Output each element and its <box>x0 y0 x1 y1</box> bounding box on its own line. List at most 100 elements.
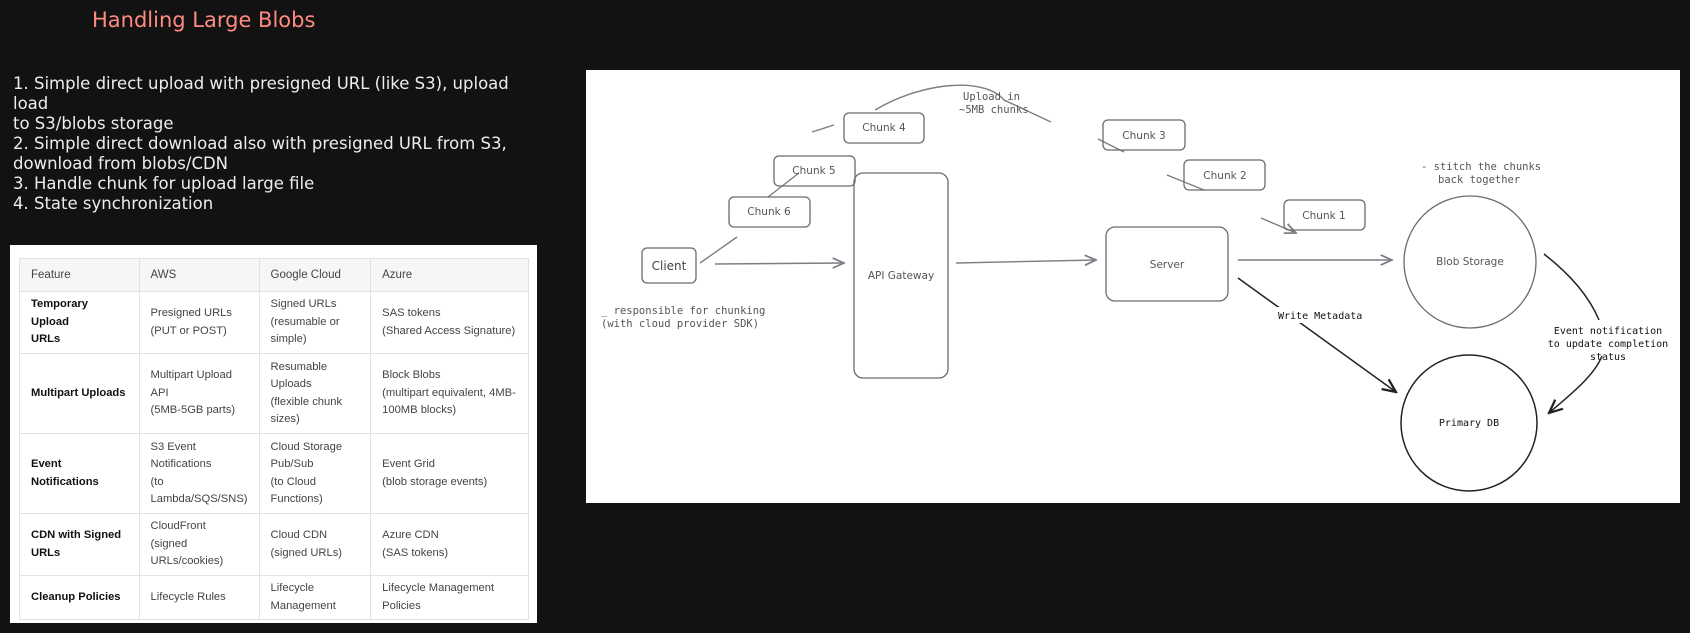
client-label: Client <box>652 259 687 273</box>
gateway-to-server-arrow <box>955 260 1096 263</box>
table-row: Event Notifications S3 Event Notificatio… <box>19 433 529 514</box>
cell-line: (5MB-5GB parts) <box>150 404 236 417</box>
cell-azure: Azure CDN (SAS tokens) <box>370 513 529 576</box>
cell-aws: Lifecycle Rules <box>138 575 260 620</box>
cell-line: Lifecycle <box>270 582 315 594</box>
cell-line: (resumable or <box>270 315 340 328</box>
cell-line: Event <box>31 458 62 470</box>
cell-line: (to <box>150 475 164 488</box>
cell-line: Cloud Storage <box>270 440 343 453</box>
comparison-table-panel: Feature AWS Google Cloud Azure Temporary… <box>10 245 537 623</box>
primary-db-circle <box>1400 354 1538 492</box>
table-row: CDN with Signed URLs CloudFront (signed … <box>19 513 529 576</box>
header-feature: Feature <box>19 258 140 292</box>
write-metadata-arrow <box>1237 277 1396 392</box>
client-to-gateway-arrow <box>714 263 844 264</box>
table-header-row: Feature AWS Google Cloud Azure <box>19 258 529 292</box>
cell-line: URLs/cookies) <box>150 555 224 568</box>
cell-line: Event Grid <box>382 458 435 470</box>
cell-feature: Event Notifications <box>19 433 140 514</box>
client-note-line: _ responsible for chunking <box>601 305 765 317</box>
architecture-diagram: Client _ responsible for chunking (with … <box>586 70 1680 503</box>
chunk-6-box <box>728 196 811 228</box>
cell-line: Management <box>270 599 336 612</box>
write-metadata-bg <box>1276 307 1368 323</box>
event-curve-top <box>1543 253 1600 321</box>
cell-line: (Shared Access Signature) <box>382 324 516 337</box>
cell-line: URLs <box>31 546 61 559</box>
header-google-cloud: Google Cloud <box>258 258 372 292</box>
table-row: Temporary Upload URLs Presigned URLs (PU… <box>19 291 529 354</box>
note-line: 1. Simple direct upload with presigned U… <box>13 74 509 113</box>
chunk-3-box <box>1102 119 1186 151</box>
cell-aws: CloudFront (signed URLs/cookies) <box>138 513 260 576</box>
cell-line: Signed URLs <box>270 298 337 311</box>
note-line: 4. State synchronization <box>13 194 214 213</box>
cell-line: Lambda/SQS/SNS) <box>150 493 248 505</box>
chunk-2-box <box>1183 159 1266 191</box>
cell-line: Lifecycle Management <box>382 582 495 594</box>
header-aws: AWS <box>138 258 260 292</box>
upload-note-line: ~5MB chunks <box>959 104 1029 116</box>
client-note-line: (with cloud provider SDK) <box>601 318 759 330</box>
cell-line: (blob storage events) <box>382 475 488 488</box>
cell-line: (PUT or POST) <box>150 324 227 337</box>
cell-azure: SAS tokens (Shared Access Signature) <box>370 291 529 354</box>
cell-line: Uploads <box>270 378 312 390</box>
diagram-svg: Client _ responsible for chunking (with … <box>601 84 1668 492</box>
cell-line: Functions) <box>270 493 323 505</box>
cell-gcp: Cloud Storage Pub/Sub (to Cloud Function… <box>258 433 372 514</box>
table-row: Cleanup Policies Lifecycle Rules Lifecyc… <box>19 575 529 620</box>
client-box <box>641 247 697 284</box>
upload-note-line: Upload in <box>963 91 1020 103</box>
cell-feature: CDN with Signed URLs <box>19 513 140 576</box>
cell-line: (multipart equivalent, 4MB- <box>382 386 516 399</box>
chunk-5-label: Chunk 5 <box>792 165 835 177</box>
chunk-3-label: Chunk 3 <box>1122 130 1165 142</box>
server-box <box>1105 226 1229 302</box>
table-row: Multipart Uploads Multipart Upload API (… <box>19 353 529 434</box>
cell-line: API <box>150 386 169 399</box>
cell-line: (SAS tokens) <box>382 546 449 559</box>
chunk-2-label: Chunk 2 <box>1203 170 1246 182</box>
server-label: Server <box>1150 259 1185 271</box>
write-metadata-label: Write Metadata <box>1278 311 1362 322</box>
header-azure: Azure <box>370 258 529 292</box>
chunk-5-box <box>773 155 856 187</box>
primary-db-label: Primary DB <box>1439 418 1499 429</box>
cell-azure: Block Blobs (multipart equivalent, 4MB- … <box>370 353 529 434</box>
cell-feature: Temporary Upload URLs <box>19 291 140 354</box>
cell-line: Policies <box>382 599 421 612</box>
cell-gcp: Signed URLs (resumable or simple) <box>258 291 372 354</box>
notes-list: 1. Simple direct upload with presigned U… <box>13 74 533 214</box>
cell-line: Presigned URLs <box>150 307 232 319</box>
api-gateway-box <box>853 172 949 379</box>
cell-aws: S3 Event Notifications (to Lambda/SQS/SN… <box>138 433 260 514</box>
chunk-4-box <box>843 112 925 144</box>
chunk-6-label: Chunk 6 <box>747 206 791 218</box>
cell-line: sizes) <box>270 413 300 425</box>
cell-line: Cloud CDN <box>270 529 328 541</box>
blob-storage-label: Blob Storage <box>1436 256 1504 268</box>
cell-aws: Presigned URLs (PUT or POST) <box>138 291 260 354</box>
cell-azure: Lifecycle Management Policies <box>370 575 529 620</box>
cell-aws: Multipart Upload API (5MB-5GB parts) <box>138 353 260 434</box>
cell-line: Multipart Uploads <box>31 386 126 399</box>
chunk-1-box <box>1283 199 1366 231</box>
cell-line: (flexible chunk <box>270 395 343 408</box>
cell-line: Azure CDN <box>382 529 439 541</box>
cell-line: CDN with Signed <box>31 529 122 541</box>
note-line: to S3/blobs storage <box>13 114 174 133</box>
cell-line: Cleanup Policies <box>31 590 121 603</box>
note-line: 2. Simple direct download also with pres… <box>13 134 507 153</box>
cell-gcp: Resumable Uploads (flexible chunk sizes) <box>258 353 372 434</box>
event-note-line: Event notification <box>1554 326 1662 337</box>
cell-gcp: Cloud CDN (signed URLs) <box>258 513 372 576</box>
chunk-1-label: Chunk 1 <box>1302 210 1345 222</box>
cell-line: SAS tokens <box>382 307 441 319</box>
cell-line: (signed <box>150 537 188 550</box>
event-note-line: to update completion <box>1548 339 1668 350</box>
blob-storage-circle <box>1403 195 1537 329</box>
comparison-table: Feature AWS Google Cloud Azure Temporary… <box>19 258 529 620</box>
cell-line: Multipart Upload <box>150 369 232 382</box>
